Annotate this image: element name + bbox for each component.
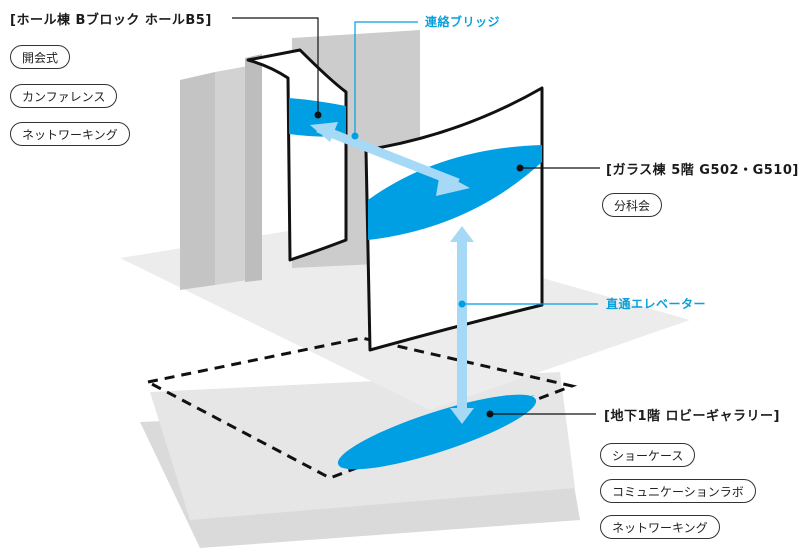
basement-tag-communication-lab: コミュニケーションラボ <box>600 479 756 503</box>
leader-lines <box>232 17 600 418</box>
hall-tag-networking: ネットワーキング <box>10 122 130 146</box>
basement-tag-networking: ネットワーキング <box>600 515 720 539</box>
glass-tag-breakout: 分科会 <box>602 193 663 217</box>
basement-dashed-outline <box>143 336 578 480</box>
basement-label: [地下1階 ロビーギャラリー] <box>604 409 780 424</box>
hall-tag-opening: 開会式 <box>10 45 71 69</box>
bridge-arrow <box>310 122 470 196</box>
basement-tag-showcase: ショーケース <box>600 443 696 467</box>
hall-building-gray-blocks <box>180 54 262 290</box>
hall-tag-conference: カンファレンス <box>10 84 118 108</box>
direct-elevator-label: 直通エレベーター <box>606 297 707 311</box>
connecting-bridge-label: 連絡ブリッジ <box>425 15 501 29</box>
glass-building-label: [ガラス棟 5階 G502・G510] <box>606 163 799 178</box>
hall-building-tower <box>246 48 348 262</box>
elevator-arrow <box>450 226 474 424</box>
basement-gallery-fill <box>337 394 537 470</box>
hall-building-label: [ホール棟 Bブロック ホールB5] <box>10 13 212 28</box>
glass-5f-area <box>368 145 542 240</box>
